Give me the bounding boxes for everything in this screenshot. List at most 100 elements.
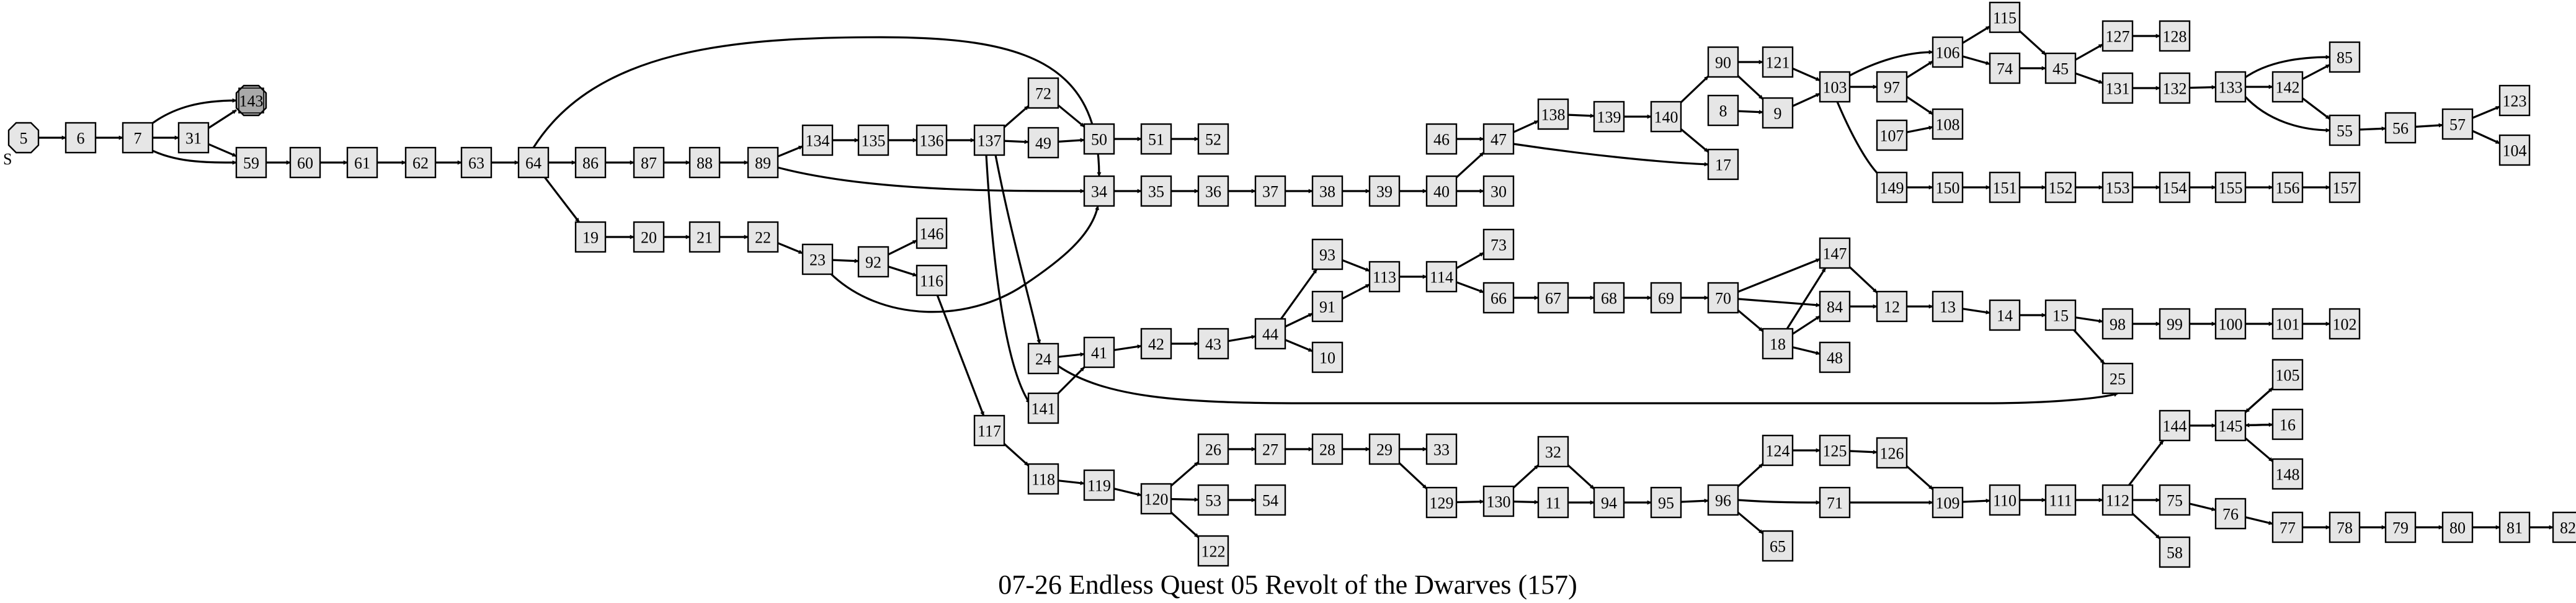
node-132[interactable]: 132: [2159, 72, 2191, 104]
node-72[interactable]: 72: [1027, 77, 1059, 109]
node-155[interactable]: 155: [2214, 171, 2247, 203]
node-18[interactable]: 18: [1762, 328, 1794, 360]
node-145[interactable]: 145: [2214, 409, 2247, 442]
node-93[interactable]: 93: [1311, 238, 1344, 270]
node-61[interactable]: 61: [346, 146, 378, 179]
node-34[interactable]: 34: [1083, 175, 1115, 207]
node-23[interactable]: 23: [801, 243, 834, 275]
node-35[interactable]: 35: [1140, 175, 1172, 207]
node-129[interactable]: 129: [1425, 486, 1458, 519]
node-124[interactable]: 124: [1762, 434, 1794, 467]
node-150[interactable]: 150: [1932, 171, 1964, 203]
node-130[interactable]: 130: [1482, 485, 1515, 517]
node-60[interactable]: 60: [289, 146, 321, 179]
node-104[interactable]: 104: [2498, 134, 2531, 166]
node-49[interactable]: 49: [1027, 127, 1059, 159]
node-153[interactable]: 153: [2101, 171, 2134, 203]
node-122[interactable]: 122: [1197, 535, 1229, 567]
node-97[interactable]: 97: [1876, 71, 1908, 103]
node-63[interactable]: 63: [460, 146, 492, 179]
node-108[interactable]: 108: [1932, 108, 1964, 140]
node-146[interactable]: 146: [916, 217, 948, 249]
node-37[interactable]: 37: [1254, 175, 1286, 207]
node-127[interactable]: 127: [2101, 20, 2134, 52]
node-106[interactable]: 106: [1932, 36, 1964, 68]
node-113[interactable]: 113: [1368, 261, 1401, 293]
node-22[interactable]: 22: [747, 221, 779, 253]
node-117[interactable]: 117: [973, 414, 1005, 447]
node-95[interactable]: 95: [1650, 486, 1682, 519]
node-120[interactable]: 120: [1140, 483, 1172, 515]
node-64[interactable]: 64: [517, 146, 550, 179]
node-16[interactable]: 16: [2271, 408, 2304, 440]
node-88[interactable]: 88: [689, 146, 721, 179]
node-148[interactable]: 148: [2271, 458, 2304, 490]
node-121[interactable]: 121: [1762, 46, 1794, 78]
node-78[interactable]: 78: [2329, 511, 2361, 543]
node-10[interactable]: 10: [1311, 341, 1344, 373]
node-15[interactable]: 15: [2044, 299, 2077, 331]
node-110[interactable]: 110: [1989, 484, 2021, 516]
node-43[interactable]: 43: [1197, 328, 1229, 360]
node-87[interactable]: 87: [633, 146, 665, 179]
node-36[interactable]: 36: [1197, 175, 1229, 207]
node-70[interactable]: 70: [1707, 282, 1739, 314]
node-9[interactable]: 9: [1762, 97, 1794, 129]
node-11[interactable]: 11: [1537, 486, 1569, 519]
node-154[interactable]: 154: [2159, 171, 2191, 203]
node-96[interactable]: 96: [1707, 484, 1739, 516]
node-128[interactable]: 128: [2159, 20, 2191, 52]
node-13[interactable]: 13: [1932, 290, 1964, 323]
node-42[interactable]: 42: [1140, 328, 1172, 360]
node-149[interactable]: 149: [1876, 171, 1908, 203]
node-44[interactable]: 44: [1254, 318, 1286, 350]
node-141[interactable]: 141: [1027, 392, 1059, 424]
node-134[interactable]: 134: [801, 124, 834, 156]
node-52[interactable]: 52: [1197, 123, 1229, 155]
node-73[interactable]: 73: [1482, 228, 1515, 261]
node-29[interactable]: 29: [1368, 433, 1401, 465]
node-100[interactable]: 100: [2214, 308, 2247, 340]
node-102[interactable]: 102: [2329, 308, 2361, 340]
node-103[interactable]: 103: [1819, 71, 1851, 103]
node-5[interactable]: 5: [7, 122, 40, 154]
node-28[interactable]: 28: [1311, 433, 1344, 465]
node-69[interactable]: 69: [1650, 282, 1682, 314]
node-31[interactable]: 31: [177, 122, 210, 154]
node-24[interactable]: 24: [1027, 342, 1059, 375]
node-59[interactable]: 59: [235, 146, 267, 179]
node-54[interactable]: 54: [1254, 484, 1286, 516]
node-45[interactable]: 45: [2044, 52, 2077, 84]
node-101[interactable]: 101: [2271, 308, 2304, 340]
node-65[interactable]: 65: [1762, 530, 1794, 562]
node-46[interactable]: 46: [1425, 123, 1458, 155]
node-91[interactable]: 91: [1311, 290, 1344, 323]
node-85[interactable]: 85: [2329, 41, 2361, 73]
node-81[interactable]: 81: [2498, 511, 2531, 543]
node-41[interactable]: 41: [1083, 336, 1115, 368]
node-26[interactable]: 26: [1197, 433, 1229, 465]
node-57[interactable]: 57: [2441, 108, 2474, 140]
node-33[interactable]: 33: [1425, 433, 1458, 465]
node-125[interactable]: 125: [1819, 434, 1851, 467]
node-152[interactable]: 152: [2044, 171, 2077, 203]
node-114[interactable]: 114: [1425, 261, 1458, 293]
node-38[interactable]: 38: [1311, 175, 1344, 207]
node-98[interactable]: 98: [2101, 308, 2134, 340]
node-105[interactable]: 105: [2271, 359, 2304, 391]
node-50[interactable]: 50: [1083, 123, 1115, 155]
node-19[interactable]: 19: [574, 221, 607, 253]
node-109[interactable]: 109: [1932, 486, 1964, 519]
node-143[interactable]: 143: [235, 84, 267, 117]
node-6[interactable]: 6: [65, 122, 97, 154]
node-75[interactable]: 75: [2159, 484, 2191, 516]
node-32[interactable]: 32: [1537, 436, 1569, 468]
node-131[interactable]: 131: [2101, 72, 2134, 104]
node-137[interactable]: 137: [973, 124, 1005, 156]
node-55[interactable]: 55: [2329, 114, 2361, 146]
node-82[interactable]: 82: [2552, 511, 2576, 543]
node-136[interactable]: 136: [916, 124, 948, 156]
node-140[interactable]: 140: [1650, 100, 1682, 133]
node-126[interactable]: 126: [1876, 437, 1908, 469]
node-133[interactable]: 133: [2214, 71, 2247, 103]
